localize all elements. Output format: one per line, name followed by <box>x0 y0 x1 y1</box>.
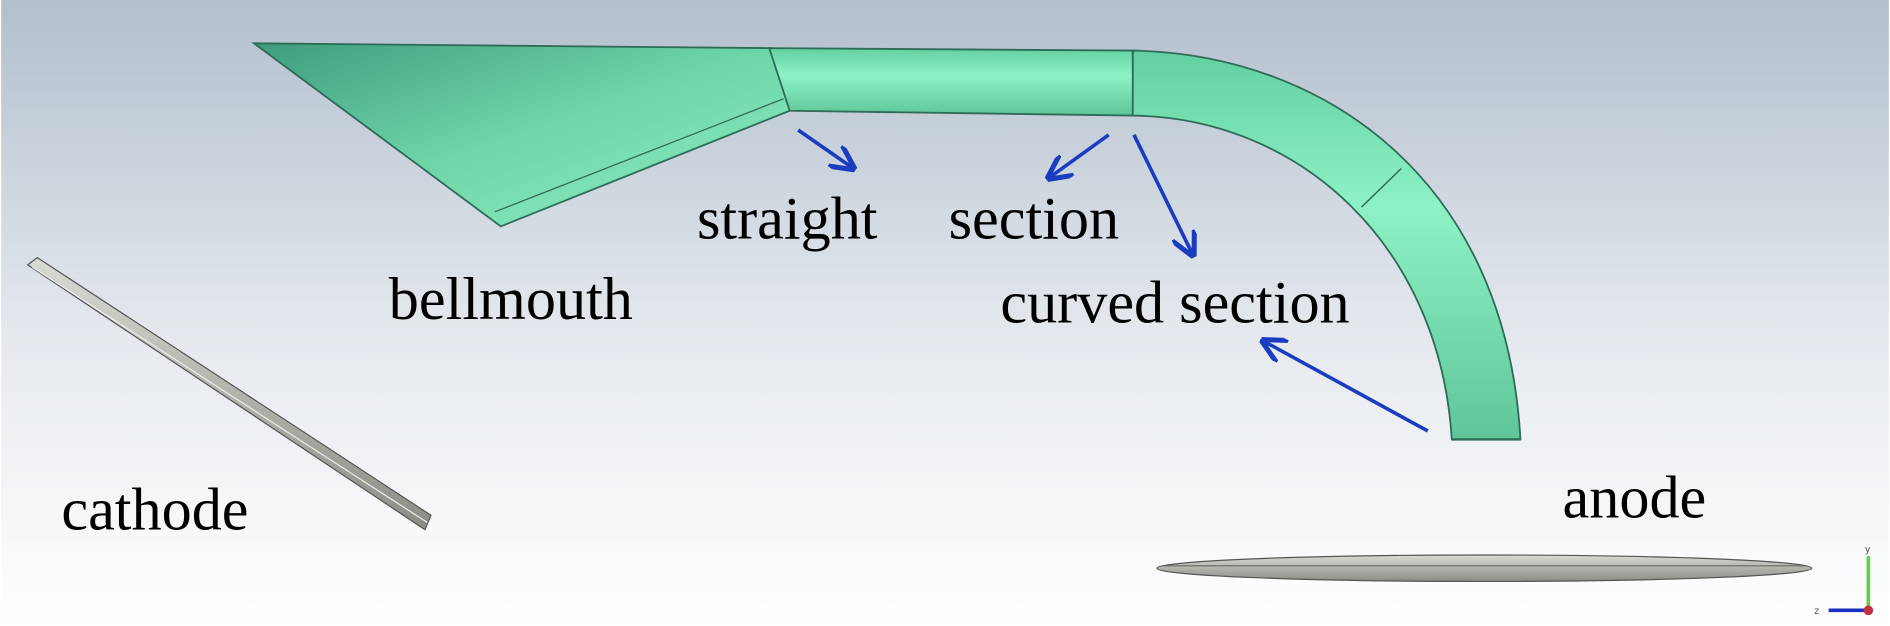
label-section: section <box>949 185 1119 252</box>
cathode-disk <box>26 256 432 531</box>
bellmouth-edge <box>494 98 784 213</box>
label-curved-section: curved section <box>1000 270 1349 337</box>
arrow-curved-top <box>1132 134 1193 255</box>
label-anode: anode <box>1563 465 1707 532</box>
axis-z-label: z <box>1814 606 1819 617</box>
straight-section-shape <box>767 47 1134 117</box>
curved-segment-seam <box>1361 168 1402 208</box>
arrow-curved-bottom <box>1263 341 1429 433</box>
axis-triad: y z <box>1814 545 1874 617</box>
label-cathode: cathode <box>61 477 248 544</box>
anode-disk <box>1156 554 1813 583</box>
cathode-highlight <box>32 266 428 523</box>
label-bellmouth: bellmouth <box>389 266 633 333</box>
label-straight: straight <box>697 185 878 252</box>
arrow-straight <box>797 128 853 169</box>
axis-y-label: y <box>1865 545 1871 556</box>
arrow-section <box>1049 133 1110 178</box>
x-axis-dot <box>1863 605 1874 616</box>
